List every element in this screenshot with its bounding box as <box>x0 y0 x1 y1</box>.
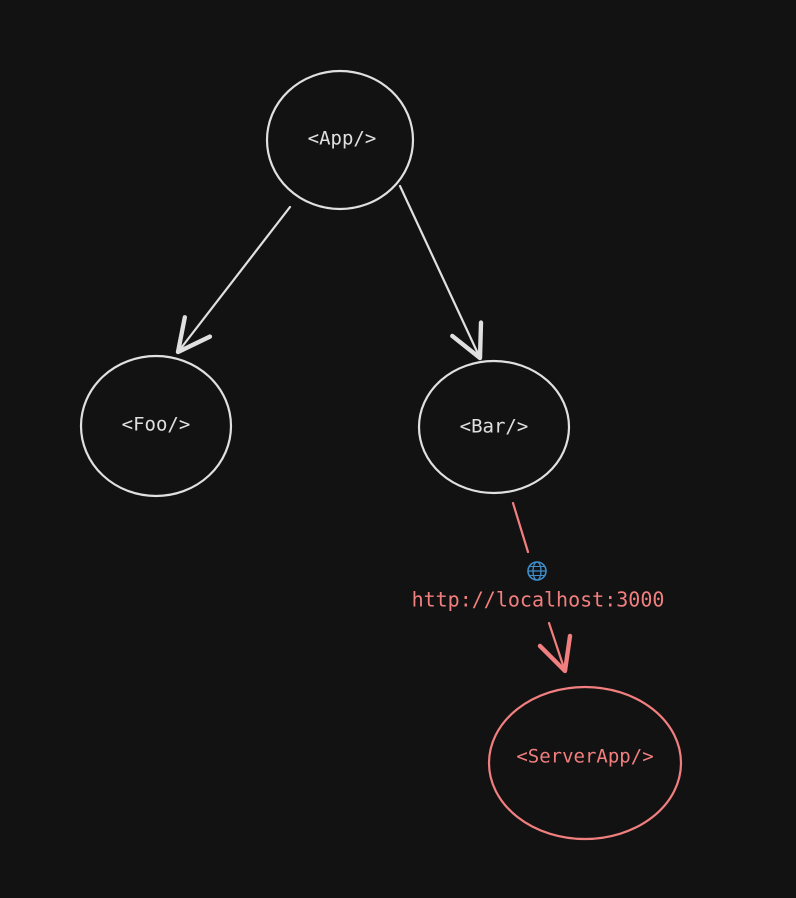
edge-app-to-bar <box>398 184 484 361</box>
node-foo-label: <Foo/> <box>122 414 191 436</box>
node-bar[interactable]: <Bar/> <box>417 359 571 495</box>
edge-bar-to-server-upper <box>511 501 530 554</box>
edge-app-to-foo <box>175 205 292 355</box>
edge-bar-to-server: http://localhost:3000 <box>412 501 665 674</box>
globe-icon <box>527 561 547 581</box>
edge-bar-to-server-lower <box>537 621 573 674</box>
node-bar-label: <Bar/> <box>460 416 529 438</box>
node-foo-circle <box>79 354 233 498</box>
node-server-app-circle <box>487 685 683 841</box>
node-server-app-label: <ServerApp/> <box>516 746 653 768</box>
node-server-app[interactable]: <ServerApp/> <box>487 685 683 841</box>
node-foo[interactable]: <Foo/> <box>79 354 233 498</box>
node-app-circle <box>265 69 415 211</box>
node-bar-circle <box>417 359 571 495</box>
edge-url-label[interactable]: http://localhost:3000 <box>412 588 665 612</box>
node-app[interactable]: <App/> <box>265 69 415 211</box>
node-app-label: <App/> <box>308 128 377 150</box>
